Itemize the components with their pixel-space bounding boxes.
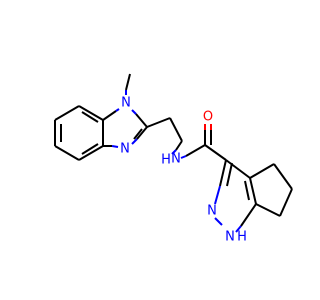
- double-bond-inner: [81, 143, 99, 155]
- bond: [235, 225, 242, 233]
- double-bond-inner: [244, 180, 250, 201]
- atom-label-n-methyl: N: [121, 96, 131, 111]
- imidazole-ring: [102, 108, 148, 148]
- bond: [171, 149, 177, 155]
- amide-group: [180, 124, 227, 161]
- double-bond-inner: [133, 128, 143, 140]
- bond: [54, 145, 80, 161]
- atom-label-h-pyrazole: H: [237, 230, 247, 245]
- cyclopentane-ring: [249, 163, 293, 217]
- bond: [146, 117, 171, 128]
- bond: [175, 140, 183, 151]
- bond: [131, 138, 138, 145]
- atom-label-n-amide: N: [171, 152, 181, 167]
- bond: [185, 144, 206, 157]
- atom-label-n-pyrazole-1: N: [225, 230, 235, 245]
- bond: [78, 145, 104, 161]
- bond: [225, 159, 251, 179]
- bond: [115, 108, 120, 112]
- pyrazole-ring: [214, 159, 257, 233]
- propyl-chain: [146, 117, 183, 155]
- bond: [255, 203, 281, 217]
- bond: [54, 105, 80, 121]
- bond: [131, 109, 137, 115]
- bond: [102, 110, 117, 121]
- atom-label-n-pyrazole-2: N: [207, 204, 217, 219]
- bond: [136, 126, 148, 140]
- bond: [249, 163, 275, 179]
- atom-label-oxygen: O: [203, 110, 213, 125]
- bond: [273, 163, 293, 190]
- bond: [249, 177, 257, 205]
- structure-canvas: N N N H O N N H: [54, 73, 293, 245]
- bond: [219, 159, 227, 187]
- bond: [135, 113, 148, 128]
- bond: [279, 188, 293, 217]
- bond: [204, 144, 227, 161]
- molecule-diagram: N N N H O N N H: [54, 73, 293, 245]
- bond: [214, 217, 223, 226]
- benzene-ring: [54, 105, 104, 161]
- bond: [240, 203, 257, 227]
- bond: [78, 105, 104, 121]
- bond: [214, 185, 221, 205]
- double-bond-inner: [226, 162, 233, 187]
- bond: [111, 145, 119, 148]
- bond: [180, 155, 187, 159]
- bond: [169, 117, 183, 142]
- atom-label-h-amide: H: [161, 153, 171, 168]
- methyl-bond: [125, 73, 131, 91]
- atom-label-n-imidazole: N: [120, 142, 130, 157]
- double-bond-inner: [81, 111, 99, 123]
